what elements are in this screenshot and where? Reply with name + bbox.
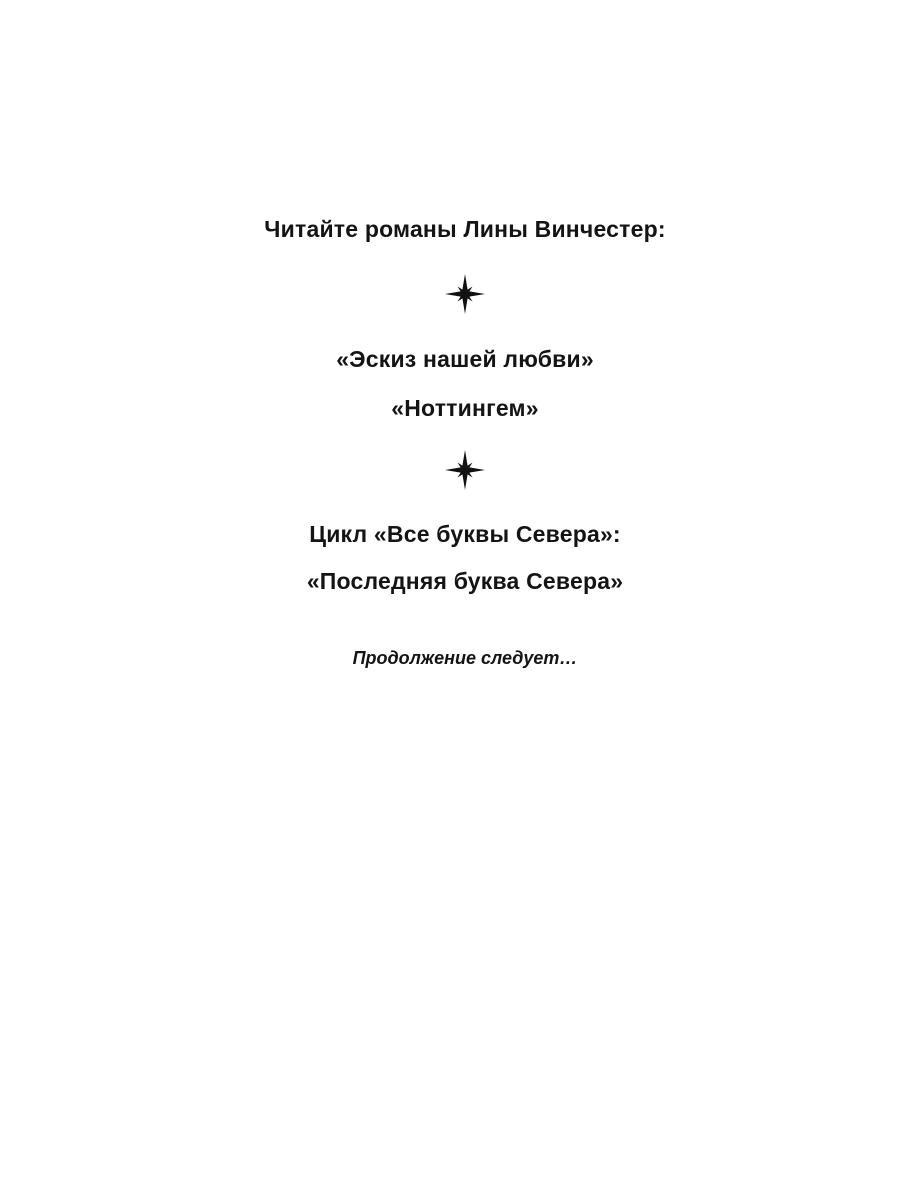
cycle-book-title-1: «Последняя буква Севера» [306,568,624,594]
book-title-2: «Ноттингем» [391,395,539,421]
page-heading: Читайте романы Лины Винчестер: [264,216,666,242]
four-point-star-icon [445,450,485,490]
four-point-star-icon [445,274,485,314]
cycle-title: Цикл «Все буквы Севера»: [309,521,621,547]
book-title-1: «Эскиз нашей любви» [336,346,594,372]
continuation-note: Продолжение следует… [352,648,578,668]
